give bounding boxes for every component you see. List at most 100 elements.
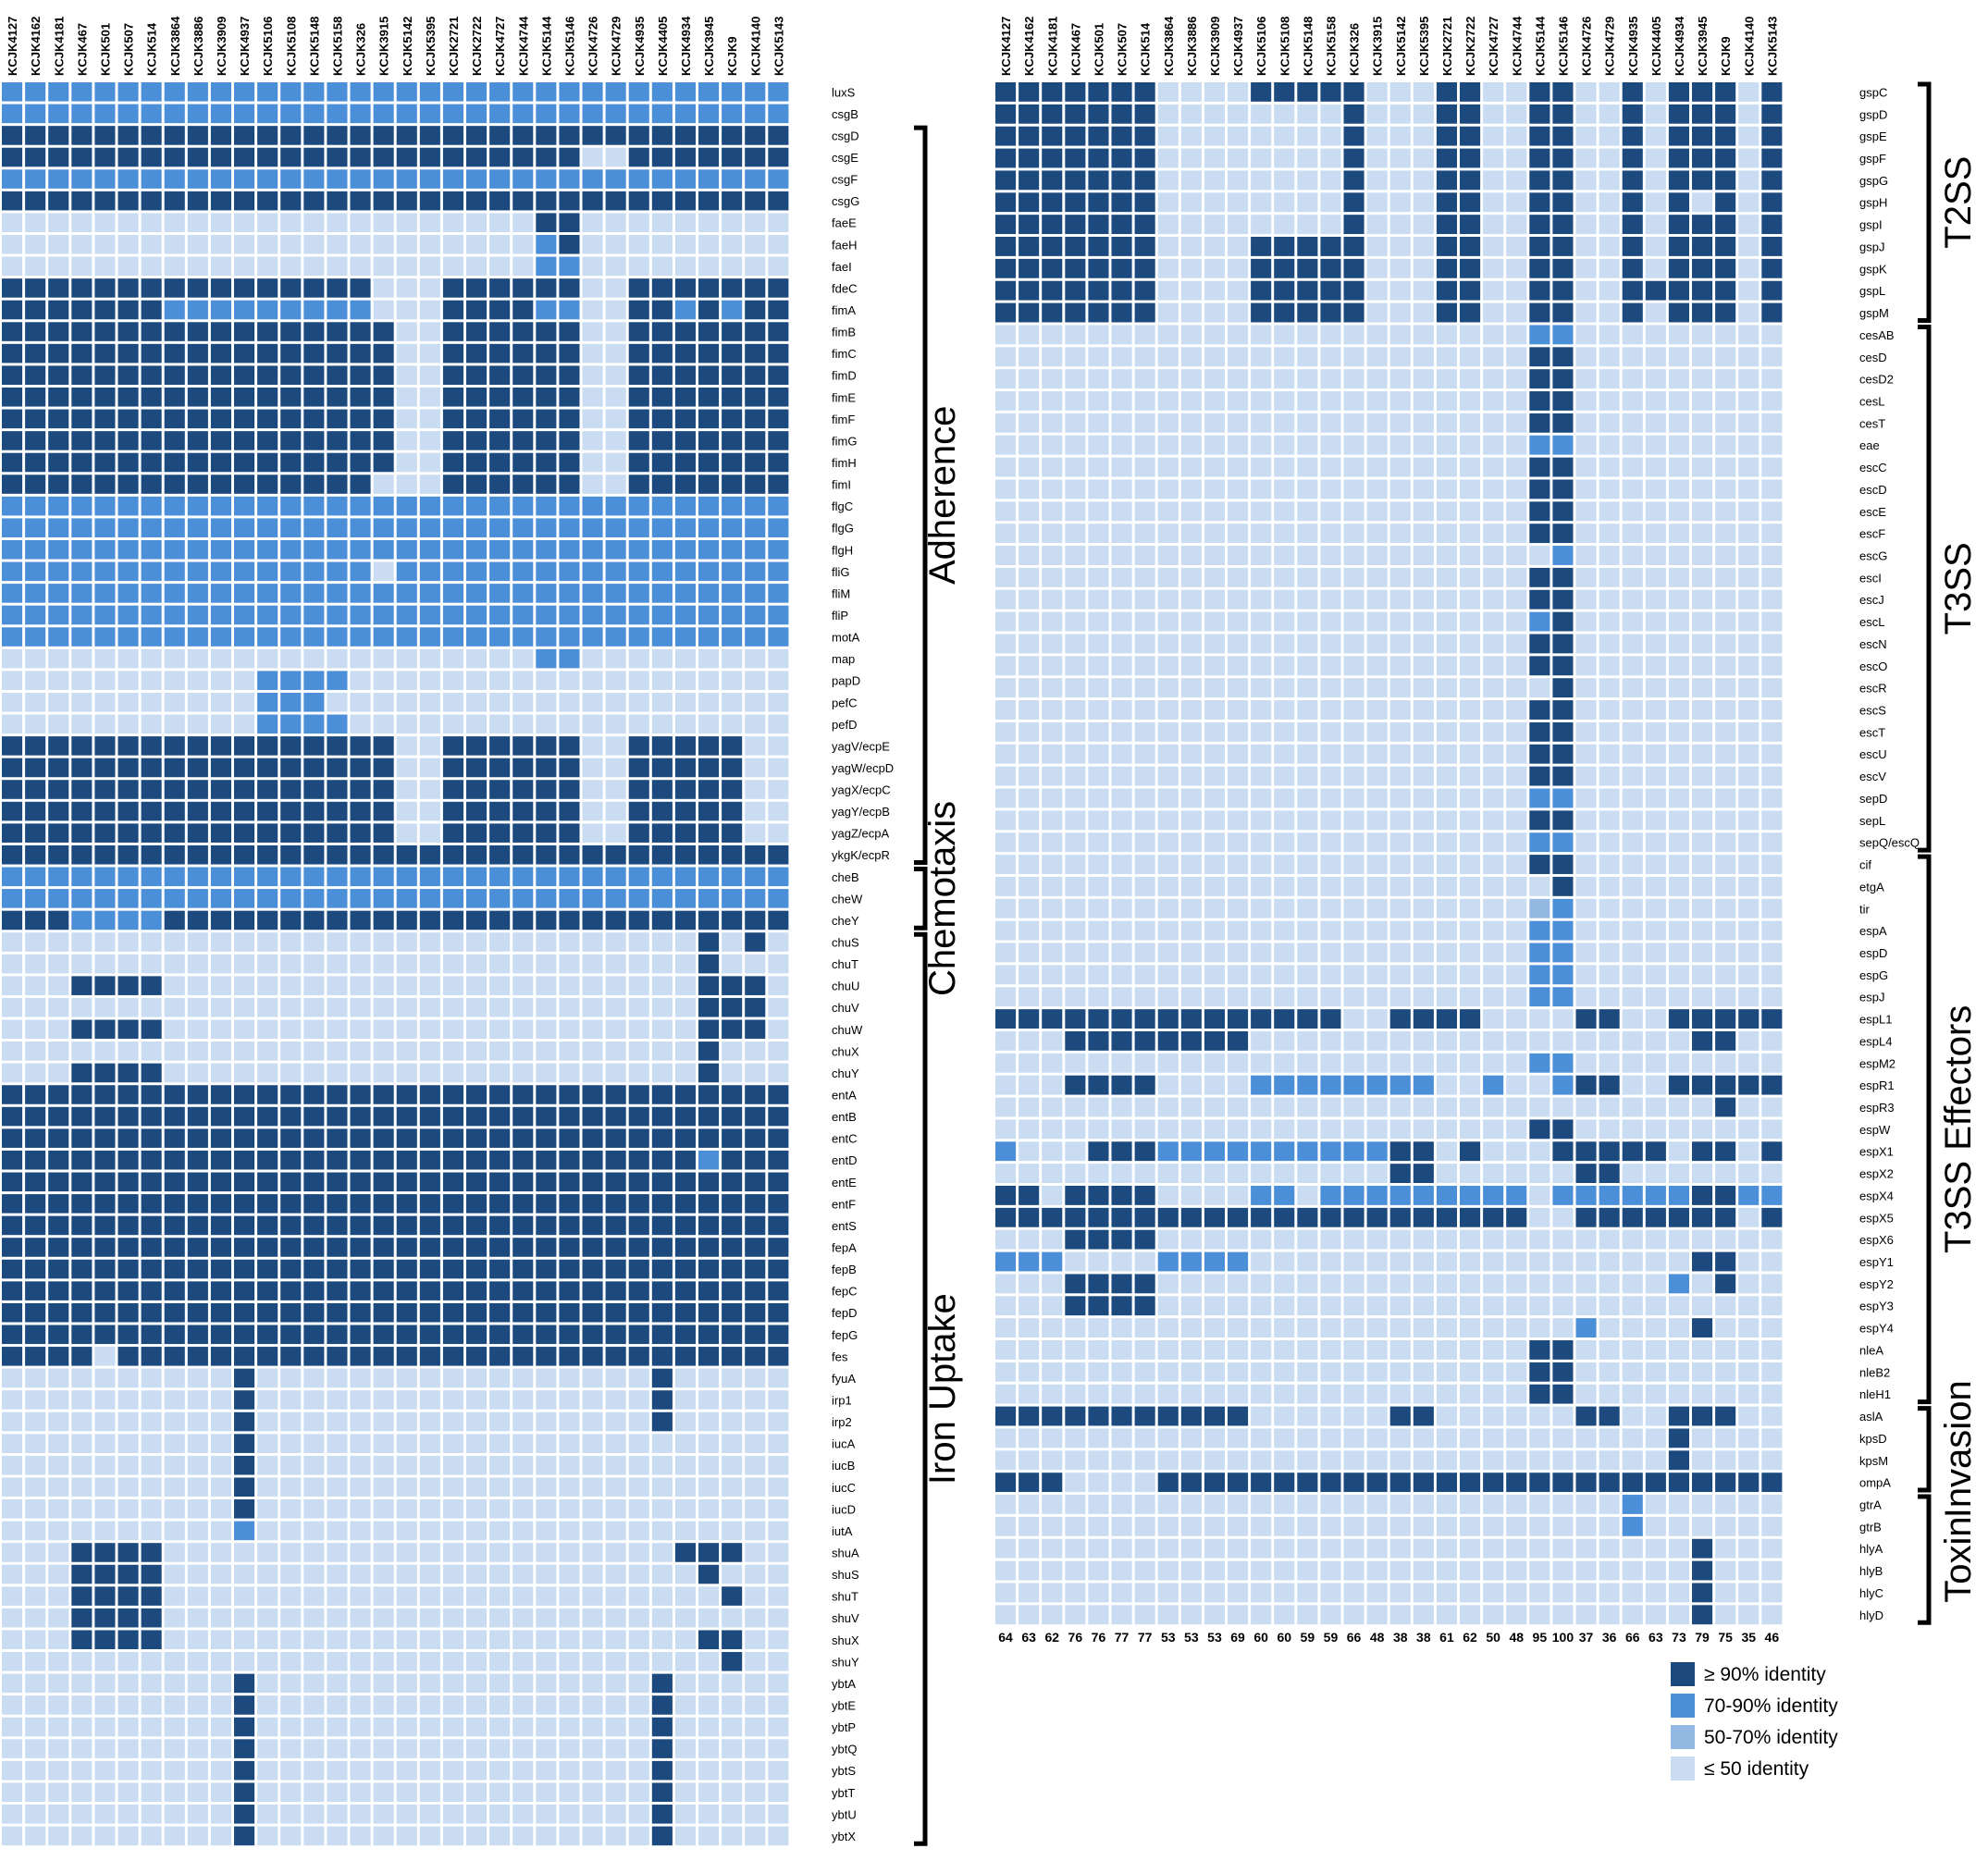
- heatmap-cell: [141, 627, 162, 647]
- heatmap-cell: [1692, 1384, 1713, 1404]
- heatmap-cell: [1157, 678, 1179, 698]
- heatmap-cell: [141, 496, 162, 516]
- heatmap-cell: [651, 518, 673, 537]
- heatmap-cell: [117, 1543, 139, 1562]
- heatmap-cell: [1111, 721, 1132, 742]
- heatmap-cell: [1436, 1186, 1457, 1205]
- heatmap-cell: [1389, 347, 1411, 367]
- heatmap-cell: [234, 387, 255, 407]
- heatmap-cell: [489, 1455, 511, 1475]
- heatmap-cell: [1529, 1318, 1550, 1338]
- heatmap-cell: [1599, 1229, 1620, 1250]
- heatmap-cell: [1575, 1384, 1597, 1404]
- heatmap-cell: [71, 278, 93, 298]
- heatmap-cell: [419, 82, 440, 102]
- heatmap-cell: [1343, 1340, 1364, 1360]
- heatmap-cell: [442, 844, 463, 865]
- heatmap-cell: [373, 1368, 394, 1388]
- heatmap-cell: [1483, 413, 1504, 433]
- heatmap-cell: [1042, 876, 1063, 896]
- gene-label: fdeC: [832, 281, 857, 295]
- heatmap-cell: [234, 1150, 255, 1170]
- heatmap-cell: [1204, 347, 1225, 367]
- heatmap-cell: [210, 1521, 231, 1541]
- heatmap-cell: [1297, 1318, 1318, 1338]
- heatmap-cell: [628, 147, 649, 167]
- heatmap-cell: [303, 213, 325, 232]
- heatmap-cell: [1297, 104, 1318, 124]
- heatmap-cell: [25, 1281, 46, 1300]
- heatmap-cell: [164, 452, 185, 473]
- heatmap-cell: [373, 932, 394, 952]
- heatmap-cell: [466, 126, 488, 145]
- heatmap-cell: [1389, 678, 1411, 698]
- heatmap-cell: [559, 1194, 580, 1214]
- heatmap-cell: [1343, 479, 1364, 499]
- heatmap-cell: [396, 147, 417, 167]
- heatmap-cell: [2, 627, 23, 647]
- heatmap-cell: [489, 1128, 511, 1148]
- heatmap-cell: [605, 1760, 626, 1781]
- heatmap-cell: [995, 126, 1017, 146]
- heatmap-cell: [350, 278, 371, 298]
- heatmap-cell: [94, 889, 116, 908]
- heatmap-cell: [1460, 656, 1481, 676]
- heatmap-cell: [582, 1455, 603, 1475]
- heatmap-cell: [48, 409, 69, 429]
- heatmap-cell: [512, 1106, 534, 1127]
- heatmap-cell: [674, 780, 696, 799]
- heatmap-cell: [350, 1150, 371, 1170]
- heatmap-cell: [512, 343, 534, 364]
- heatmap-cell: [2, 584, 23, 603]
- gene-label: fliG: [832, 565, 850, 579]
- heatmap-cell: [1389, 1097, 1411, 1117]
- heatmap-cell: [674, 1521, 696, 1541]
- heatmap-cell: [1622, 943, 1643, 963]
- heatmap-cell: [768, 801, 789, 821]
- heatmap-cell: [768, 1325, 789, 1345]
- heatmap-cell: [1529, 1296, 1550, 1316]
- heatmap-cell: [48, 431, 69, 450]
- heatmap-cell: [1761, 1274, 1783, 1294]
- heatmap-cell: [1389, 1296, 1411, 1316]
- heatmap-cell: [164, 1390, 185, 1410]
- heatmap-cell: [1343, 1251, 1364, 1272]
- heatmap-cell: [1019, 634, 1040, 654]
- heatmap-cell: [1366, 524, 1388, 544]
- heatmap-cell: [1622, 347, 1643, 367]
- heatmap-cell: [512, 1717, 534, 1737]
- heatmap-cell: [1274, 237, 1295, 256]
- heatmap-cell: [1552, 391, 1574, 411]
- heatmap-cell: [373, 126, 394, 145]
- heatmap-cell: [722, 1411, 743, 1432]
- heatmap-cell: [1436, 987, 1457, 1007]
- heatmap-cell: [419, 365, 440, 385]
- heatmap-cell: [674, 1434, 696, 1453]
- heatmap-cell: [1668, 1009, 1689, 1029]
- heatmap-cell: [559, 1238, 580, 1257]
- heatmap-cell: [1715, 148, 1736, 168]
- heatmap-cell: [164, 1826, 185, 1846]
- heatmap-cell: [698, 1760, 720, 1781]
- heatmap-cell: [1645, 810, 1666, 831]
- heatmap-cell: [768, 1411, 789, 1432]
- heatmap-cell: [234, 213, 255, 232]
- heatmap-cell: [327, 932, 348, 952]
- heatmap-cell: [768, 387, 789, 407]
- heatmap-cell: [210, 300, 231, 320]
- heatmap-cell: [210, 1194, 231, 1214]
- heatmap-cell: [1134, 1428, 1155, 1448]
- gene-label: chuT: [832, 957, 858, 971]
- heatmap-cell: [94, 801, 116, 821]
- heatmap-cell: [94, 1019, 116, 1040]
- gene-label: iucA: [832, 1437, 856, 1451]
- heatmap-cell: [466, 278, 488, 298]
- heatmap-cell: [187, 648, 208, 669]
- heatmap-cell: [1436, 1274, 1457, 1294]
- heatmap-cell: [605, 1302, 626, 1323]
- heatmap-cell: [303, 758, 325, 778]
- heatmap-cell: [512, 104, 534, 124]
- heatmap-cell: [466, 932, 488, 952]
- heatmap-cell: [582, 387, 603, 407]
